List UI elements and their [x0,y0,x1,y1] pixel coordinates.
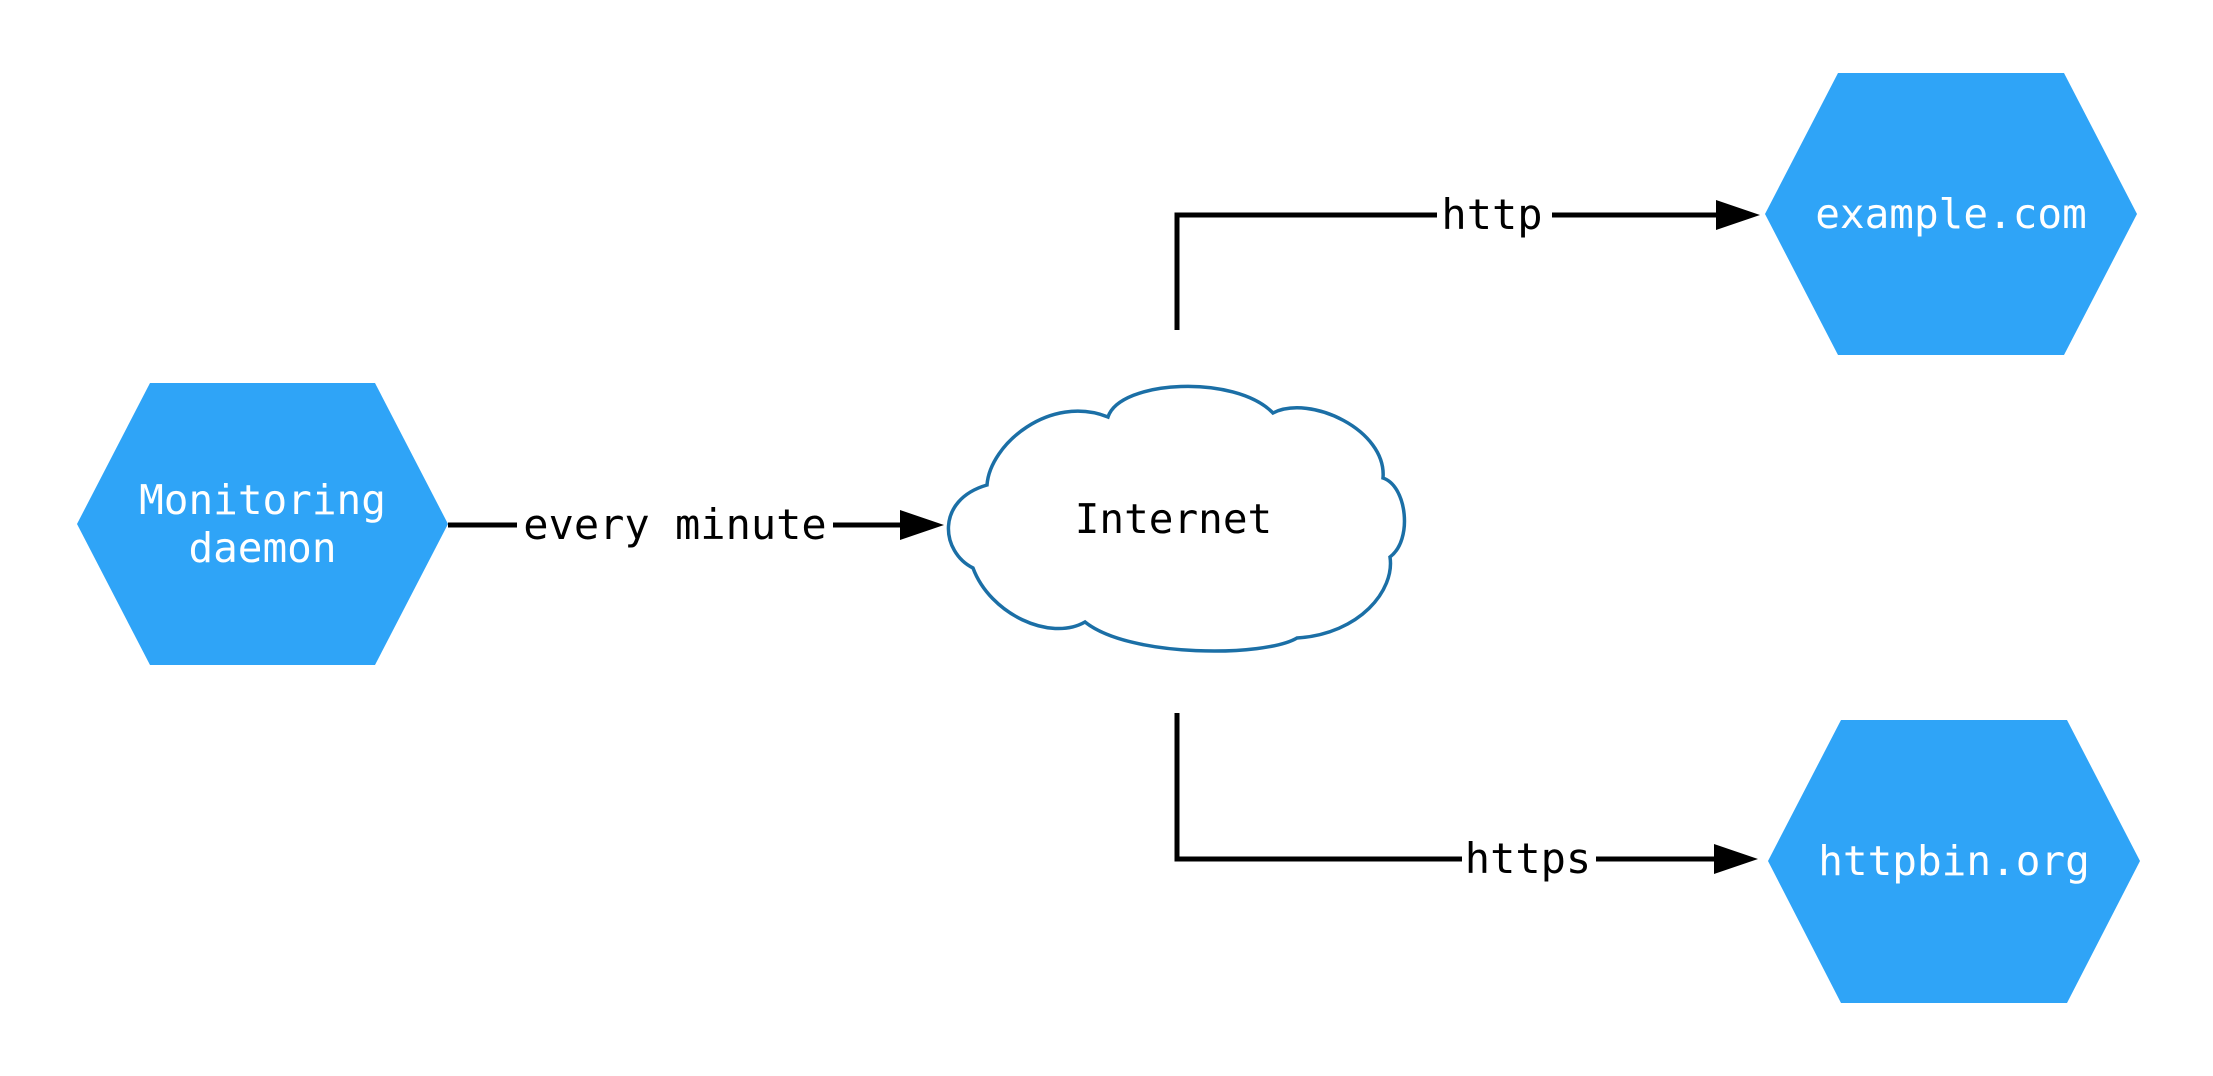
internet-cloud [946,384,1407,653]
monitoring-daemon-hexagon [77,383,448,665]
edge-line-segment [1174,212,1437,330]
internet-label: Internet [1074,495,1273,544]
edge-label-http: http [1438,190,1546,240]
edge-line-segment [1174,713,1462,862]
arrowhead-icon [1716,200,1760,230]
edge-label-every-minute: every minute [521,500,829,550]
arrowhead-icon [900,510,944,540]
edge-label-https: https [1462,834,1594,884]
monitoring-daemon-label: Monitoring daemon [139,475,386,572]
example-com-hexagon [1765,73,2137,355]
edge-internet-example [1174,200,1760,330]
example-com-label: example.com [1815,189,2087,238]
arrowhead-icon [1714,844,1758,874]
edge-monitoring-internet [448,510,944,540]
edge-internet-httpbin [1174,713,1758,874]
httpbin-org-label: httpbin.org [1818,837,2090,886]
httpbin-org-hexagon [1768,720,2140,1003]
